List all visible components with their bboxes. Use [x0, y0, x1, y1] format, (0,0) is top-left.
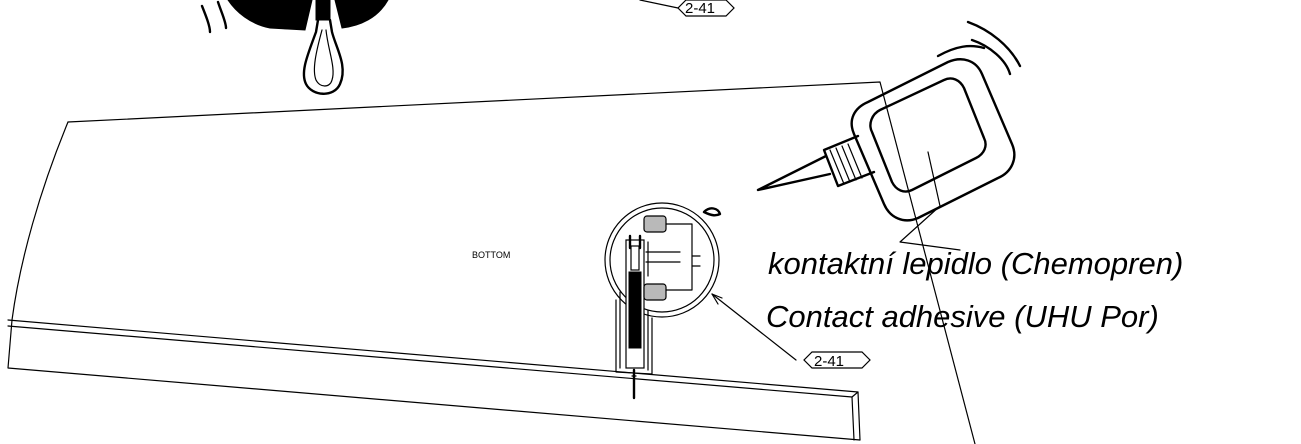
callout-ref-top: 2-41 [639, 0, 735, 17]
adhesive-note-cz: kontaktní lepidlo (Chemopren) [768, 246, 1184, 281]
callout-ref-detail-label: 2-41 [814, 353, 844, 370]
clamp-icon [200, 0, 389, 95]
callout-ref-top-label: 2-41 [685, 0, 715, 17]
wing-panel [7, 81, 976, 444]
callout-ref-detail: 2-41 [711, 293, 871, 370]
glue-bottle-icon [756, 20, 1022, 222]
panel-side-label: BOTTOM [472, 250, 510, 260]
adhesive-note-en: Contact adhesive (UHU Por) [766, 299, 1159, 334]
detail-section [604, 202, 722, 400]
note-leader [899, 151, 961, 251]
